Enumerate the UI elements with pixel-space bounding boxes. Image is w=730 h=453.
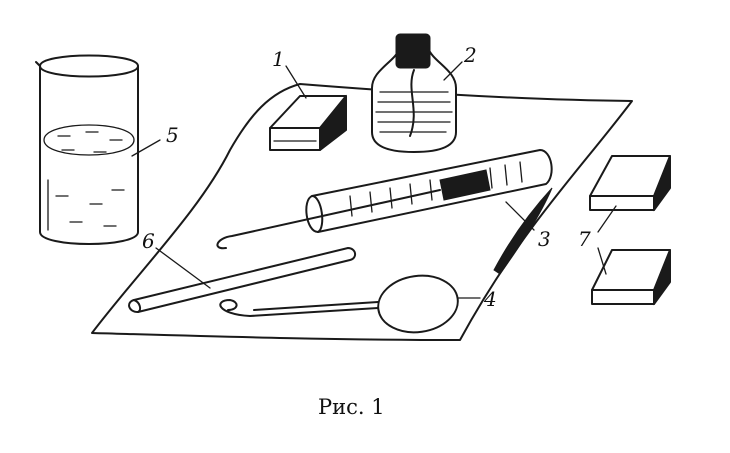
wooden-block bbox=[269, 94, 347, 152]
label-6: 6 bbox=[142, 229, 155, 253]
leader-7a bbox=[597, 205, 617, 233]
leader-7b bbox=[597, 247, 607, 275]
leader-2 bbox=[443, 61, 463, 81]
paper-sheet bbox=[91, 83, 633, 341]
label-2: 2 bbox=[463, 43, 477, 67]
weight-block-upper bbox=[589, 155, 671, 212]
leader-1 bbox=[285, 65, 307, 99]
leader-3 bbox=[505, 201, 535, 231]
label-1: 1 bbox=[272, 47, 285, 71]
graduated-tube bbox=[216, 149, 553, 250]
label-3: 3 bbox=[538, 227, 551, 251]
beaker bbox=[35, 54, 139, 245]
dark-rod bbox=[493, 187, 553, 275]
leader-5 bbox=[131, 139, 161, 157]
figure-caption: Рис. 1 bbox=[318, 395, 385, 419]
glass-rod bbox=[128, 247, 356, 313]
label-7: 7 bbox=[578, 227, 591, 251]
label-5: 5 bbox=[166, 123, 179, 147]
label-4: 4 bbox=[483, 287, 497, 311]
weight-block-lower bbox=[591, 249, 671, 306]
bottle bbox=[371, 33, 457, 153]
leader-6 bbox=[155, 247, 211, 289]
